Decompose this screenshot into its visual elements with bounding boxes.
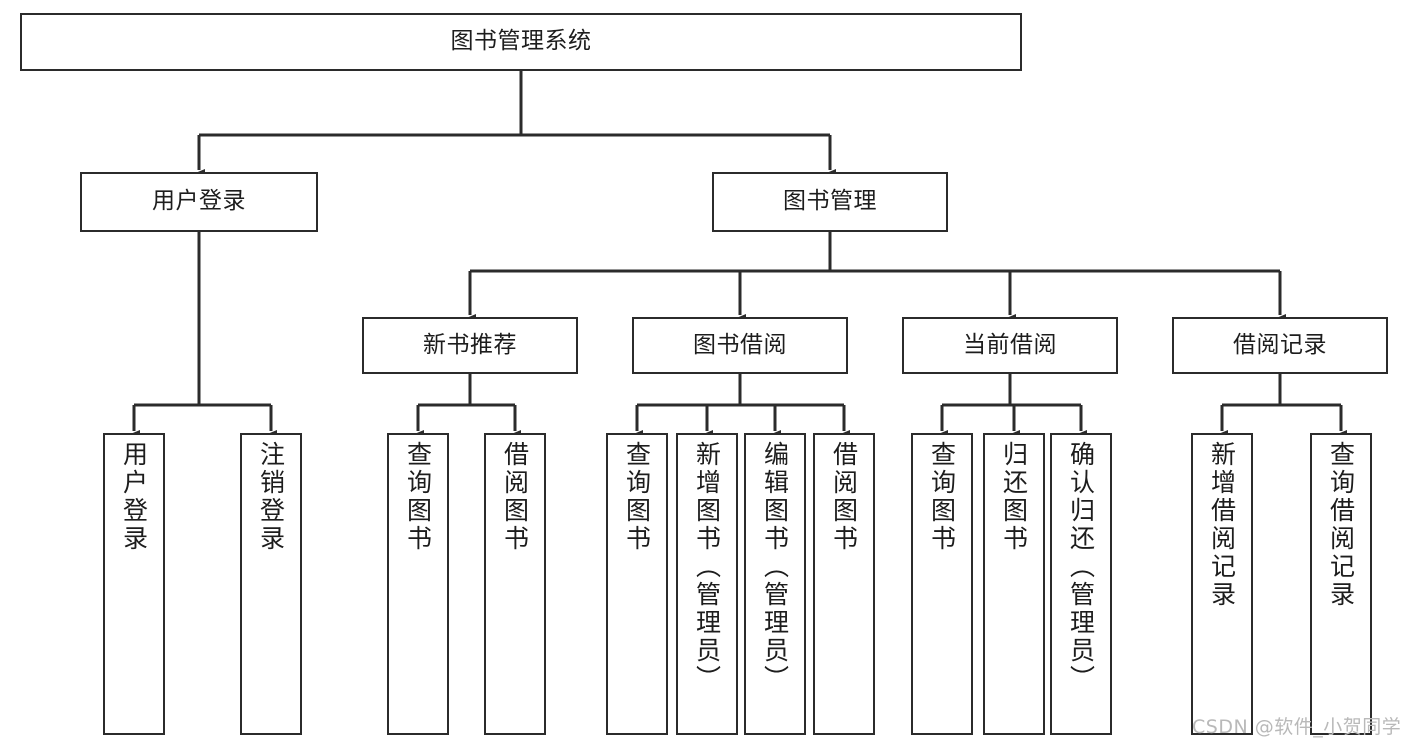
node-leaf-user-login: 用户登录 bbox=[103, 433, 165, 735]
node-label: 借阅图书 bbox=[829, 441, 859, 553]
node-label: 新书推荐 bbox=[423, 331, 517, 358]
node-label: 编辑图书（管理员） bbox=[760, 441, 790, 693]
node-leaf-query-book-3: 查询图书 bbox=[911, 433, 973, 735]
node-label: 查询图书 bbox=[403, 441, 433, 553]
node-current-borrow: 当前借阅 bbox=[902, 317, 1118, 374]
node-label: 借阅图书 bbox=[500, 441, 530, 553]
node-label: 图书管理系统 bbox=[450, 28, 592, 55]
node-user-login: 用户登录 bbox=[80, 172, 318, 232]
node-leaf-query-record: 查询借阅记录 bbox=[1310, 433, 1372, 735]
node-label: 确认归还（管理员） bbox=[1066, 441, 1096, 693]
node-leaf-confirm-return: 确认归还（管理员） bbox=[1050, 433, 1112, 735]
node-leaf-query-book-2: 查询图书 bbox=[606, 433, 668, 735]
node-book-borrow: 图书借阅 bbox=[632, 317, 848, 374]
node-label: 用户登录 bbox=[152, 188, 246, 215]
node-label: 新增借阅记录 bbox=[1207, 441, 1237, 609]
node-label: 图书借阅 bbox=[693, 331, 787, 358]
node-leaf-add-record: 新增借阅记录 bbox=[1191, 433, 1253, 735]
csdn-watermark: CSDN @软件_小贺同学 bbox=[1192, 716, 1402, 738]
node-label: 当前借阅 bbox=[963, 331, 1057, 358]
node-book-manage: 图书管理 bbox=[712, 172, 948, 232]
node-label: 查询图书 bbox=[927, 441, 957, 553]
node-leaf-return-book: 归还图书 bbox=[983, 433, 1045, 735]
node-label: 归还图书 bbox=[999, 441, 1029, 553]
node-new-book-rec: 新书推荐 bbox=[362, 317, 578, 374]
node-leaf-user-logout: 注销登录 bbox=[240, 433, 302, 735]
node-root: 图书管理系统 bbox=[20, 13, 1022, 71]
node-leaf-borrow-book-1: 借阅图书 bbox=[484, 433, 546, 735]
node-label: 新增图书（管理员） bbox=[692, 441, 722, 693]
node-label: 查询借阅记录 bbox=[1326, 441, 1356, 609]
node-leaf-add-book: 新增图书（管理员） bbox=[676, 433, 738, 735]
node-leaf-query-book-1: 查询图书 bbox=[387, 433, 449, 735]
node-label: 查询图书 bbox=[622, 441, 652, 553]
node-leaf-edit-book: 编辑图书（管理员） bbox=[744, 433, 806, 735]
node-label: 用户登录 bbox=[119, 441, 149, 553]
node-label: 注销登录 bbox=[256, 441, 286, 553]
node-leaf-borrow-book-2: 借阅图书 bbox=[813, 433, 875, 735]
node-borrow-record: 借阅记录 bbox=[1172, 317, 1388, 374]
node-label: 图书管理 bbox=[783, 188, 877, 215]
node-label: 借阅记录 bbox=[1233, 331, 1327, 358]
